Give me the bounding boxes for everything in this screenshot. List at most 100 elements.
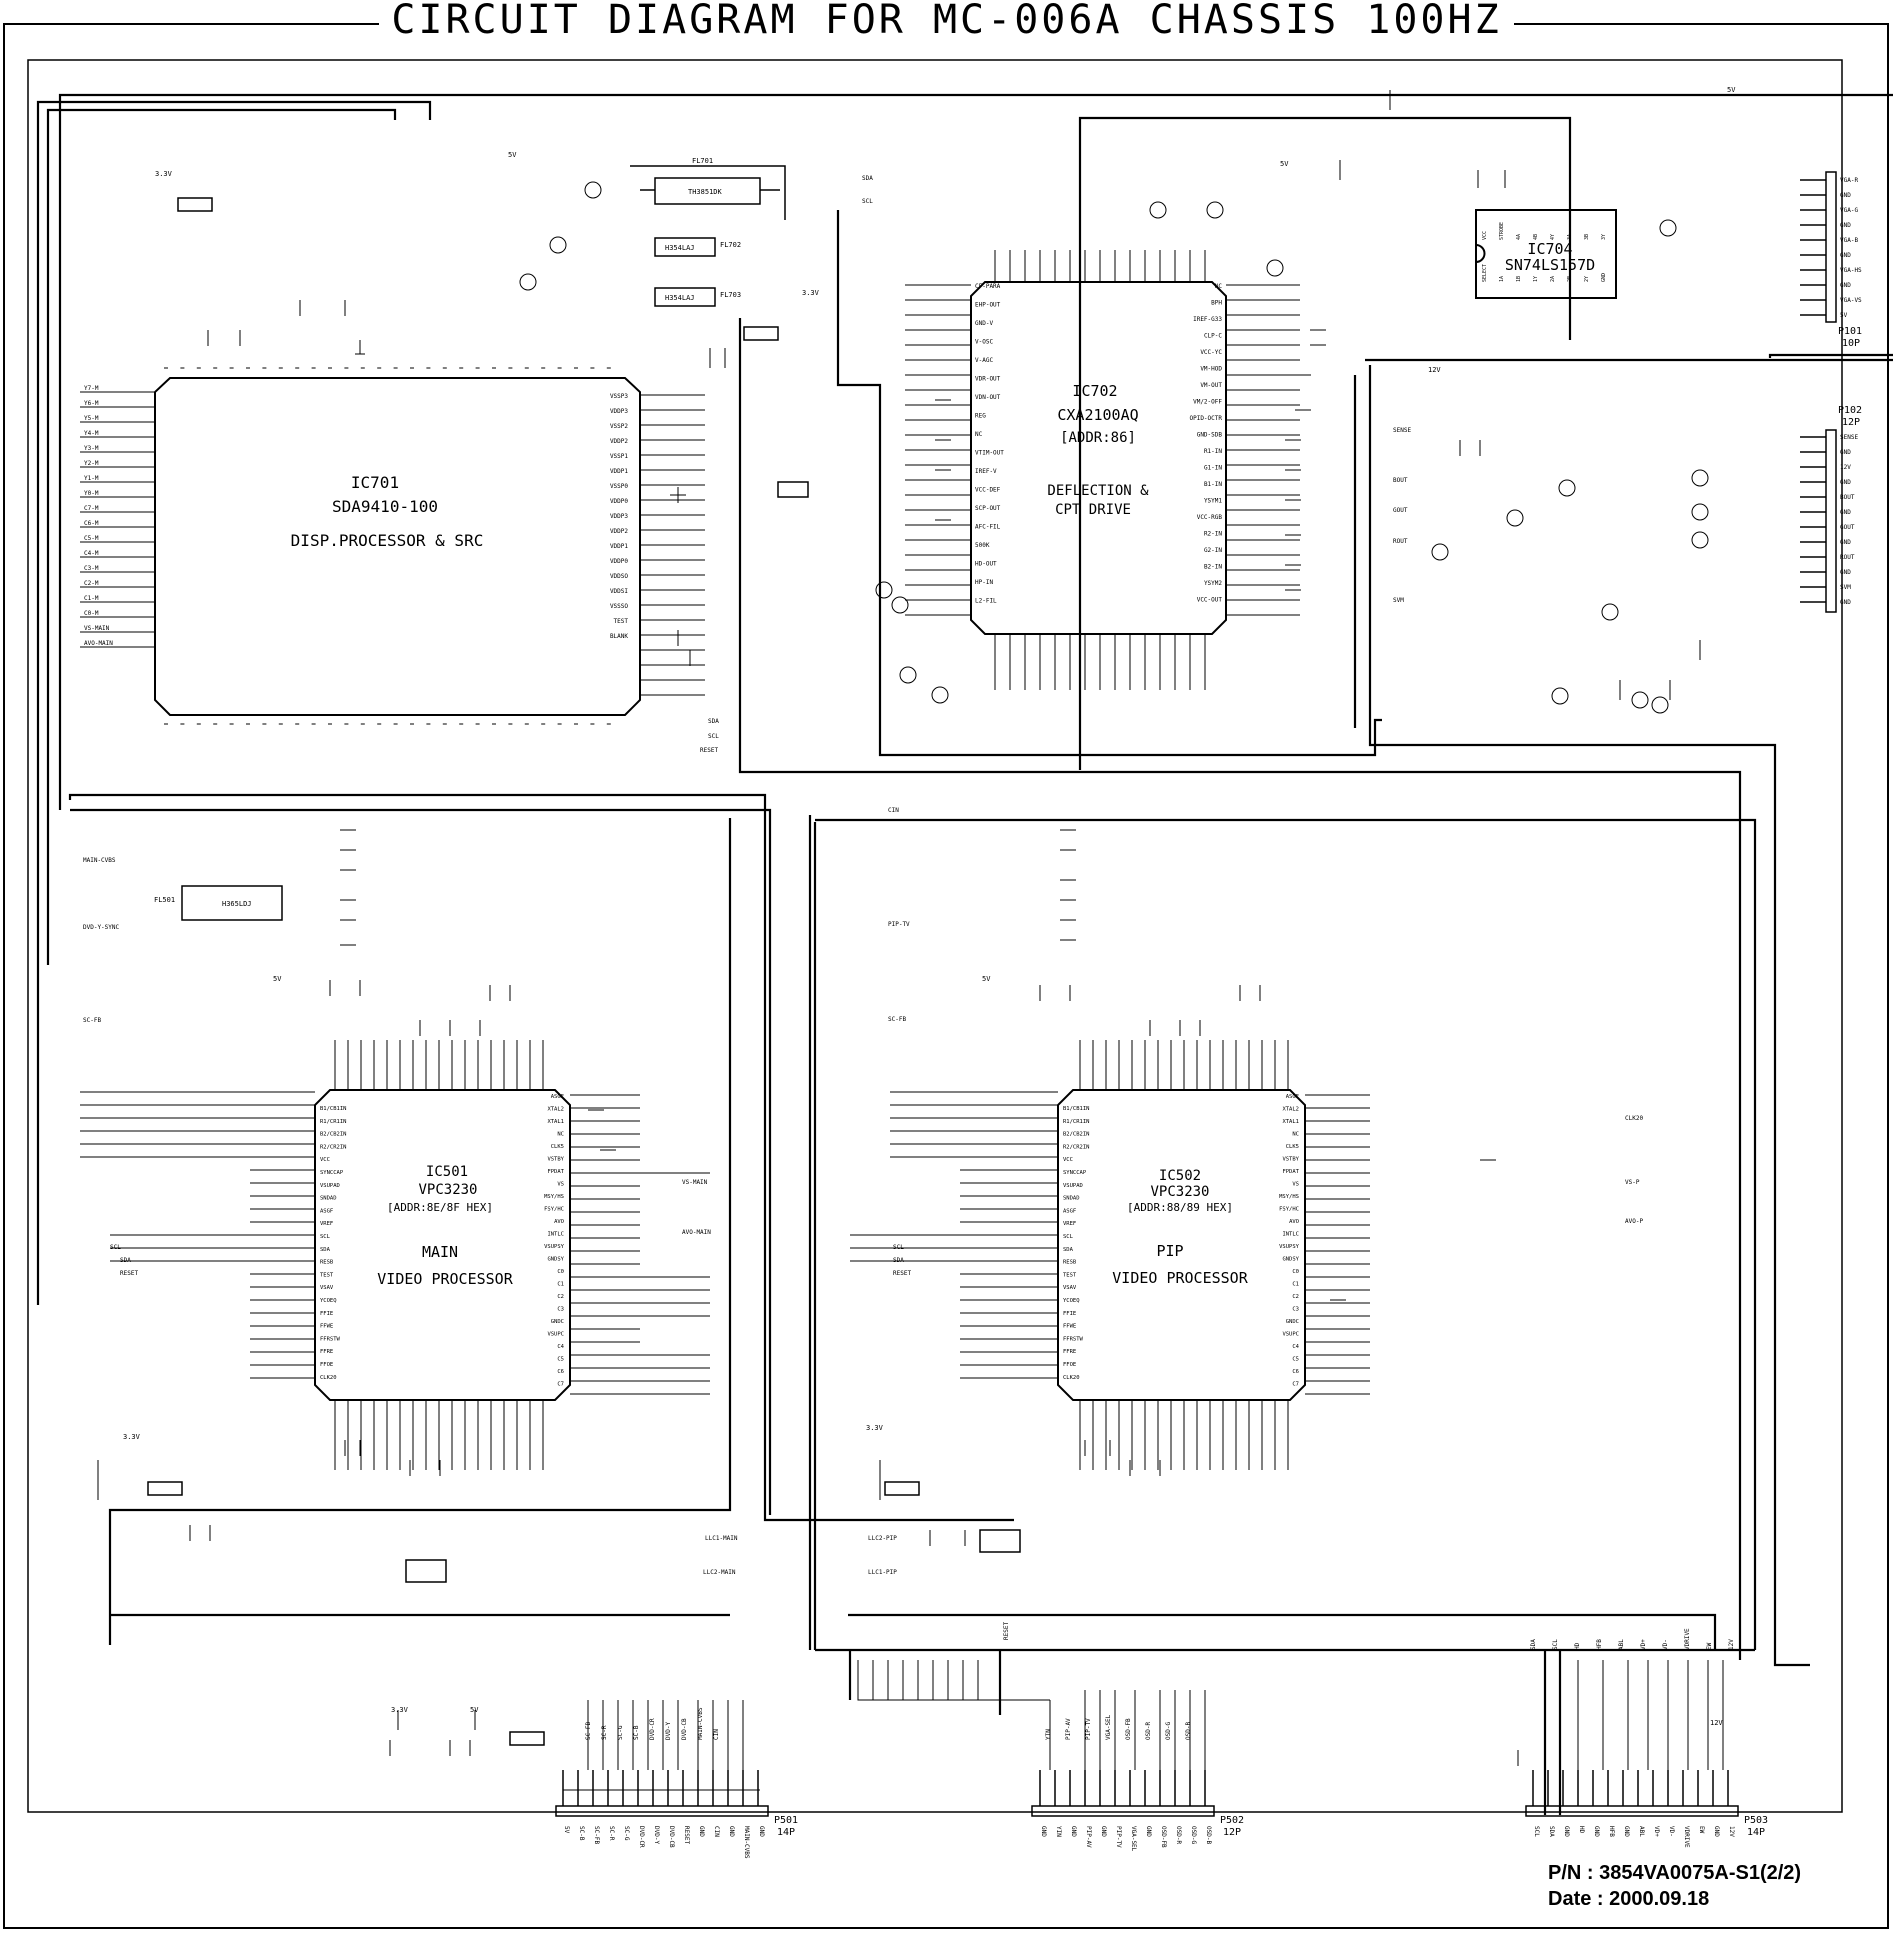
ic702-left-pins-label: REG <box>975 413 986 420</box>
p502-pins-label: OSD-G <box>1190 1826 1197 1844</box>
p502-pins-label: GND <box>1145 1826 1152 1837</box>
fl501-label: FL501 <box>154 896 175 904</box>
vpc-right-pins-label: C5 <box>557 1357 564 1363</box>
p102-pins-label: ROUT <box>1840 554 1855 561</box>
ic702-right-pins-label: CLP-C <box>1204 333 1222 340</box>
vpc-right-pins-label: XTAL1 <box>1282 1119 1299 1125</box>
vpc-right-pins-label: C7 <box>1292 1382 1299 1388</box>
date: Date : 2000.09.18 <box>1548 1888 1710 1910</box>
vpc-left-pins-label: SDA <box>320 1247 331 1253</box>
net-clk20: CLK20 <box>1625 1115 1643 1122</box>
fl703-part: H354LAJ <box>665 294 695 302</box>
rail-3v3-a: 3.3V <box>155 170 173 178</box>
ic701-right-pins-label: VSSP0 <box>610 483 628 490</box>
p102-pins-label: GND <box>1840 539 1851 546</box>
vpc-right-pins-label: FSY/HC <box>1279 1207 1299 1213</box>
fl701-label: FL701 <box>692 157 713 165</box>
p102-ref: P102 <box>1838 405 1862 416</box>
ic702-bottom-wires <box>994 634 1206 690</box>
vpc-left-pins-label: SCL <box>320 1234 331 1240</box>
p101-pin-labels: VGA-RGNDVGA-GGNDVGA-BGNDVGA-HSGNDVGA-VS5… <box>1840 177 1862 319</box>
ic501-left-pin-labels: B1/CB1INR1/CR1INB2/CB2INR2/CR2INVCCSYNCC… <box>320 1106 347 1381</box>
ic702-right-pins-label: YSYM2 <box>1204 580 1222 587</box>
p503-pins-label: GND <box>1593 1826 1600 1837</box>
vpc-right-pins-label: VS <box>557 1182 564 1188</box>
p102-pins-label: 12V <box>1840 464 1851 471</box>
p102-pins-label: GND <box>1840 449 1851 456</box>
vpc-left-pins-label: ASGF <box>320 1208 333 1214</box>
net-cin: CIN <box>888 807 899 814</box>
fl702-label: FL702 <box>720 241 741 249</box>
ic701-left-pins-label: AVO-MAIN <box>84 640 113 647</box>
bus-wiring <box>36 93 1893 1815</box>
p101-pins-label: VGA-B <box>1840 237 1858 244</box>
net-llc2-main: LLC2-MAIN <box>703 1569 736 1576</box>
ic502-top-wires <box>1079 1040 1289 1090</box>
ic704-pins-bottom-label: 1B <box>1516 276 1522 282</box>
ic502-right-wires <box>1305 1094 1370 1395</box>
vpc-right-pins-label: CLK5 <box>551 1144 564 1150</box>
ic701-right-pins-label: VDDP0 <box>610 498 628 505</box>
vpc-right-pins-label: GNDC <box>1286 1319 1299 1325</box>
net-rout: ROUT <box>1393 538 1408 545</box>
ic501-bottom-wires <box>334 1400 544 1470</box>
net-sense: SENSE <box>1393 427 1411 434</box>
net-reset-2: RESET <box>120 1270 138 1277</box>
ic701-body <box>154 377 641 716</box>
vpc-left-pins-label: VREF <box>1063 1221 1076 1227</box>
ic701-left-pins-label: Y3-M <box>84 445 99 452</box>
ic702-labels: IC702 CXA2100AQ [ADDR:86] DEFLECTION & C… <box>1047 382 1149 518</box>
p101-pins-label: GND <box>1840 192 1851 199</box>
ic701-left-pins-label: C1-M <box>84 595 99 602</box>
p501-top-labels-label: DVD-Y <box>665 1722 672 1740</box>
rail-3v3-b: 3.3V <box>802 289 820 297</box>
ic702-left-pins-label: IREF-V <box>975 468 997 475</box>
vpc-left-pins-label: FFWE <box>320 1324 333 1330</box>
vpc-right-pins-label: C4 <box>1292 1344 1299 1350</box>
net-reset-1: RESET <box>700 747 718 754</box>
ic701-right-pins-label: VSSP2 <box>610 423 628 430</box>
vpc-right-pins-label: FPDAT <box>1282 1169 1299 1175</box>
ic701-right-pins-label: BLANK <box>610 633 628 640</box>
ic501-right-wires <box>570 1094 710 1395</box>
vpc-right-pins-label: INTLC <box>1282 1232 1299 1238</box>
p501-top-labels-label: MAIN-CVBS <box>697 1707 704 1740</box>
p503-ref: P503 <box>1744 1815 1768 1826</box>
ic704-body <box>1475 209 1617 299</box>
vpc-right-pins-label: VSUPC <box>547 1332 564 1338</box>
vpc-left-pins-label: R1/CR1IN <box>320 1119 347 1125</box>
p503-top-labels-label: SDA <box>1530 1639 1537 1650</box>
vpc-right-pins-label: MSY/HS <box>544 1194 564 1200</box>
p101-ref: P101 <box>1838 326 1862 337</box>
vpc-left-pins-label: B1/CB1IN <box>320 1106 347 1112</box>
vpc-right-pins-label: C5 <box>1292 1357 1299 1363</box>
p501-top-labels-label: SC-G <box>617 1725 624 1740</box>
p503-top-labels-label: 12V <box>1728 1639 1735 1650</box>
p503-pins-label: VD- <box>1668 1826 1675 1837</box>
vpc-left-pins-label: FFOE <box>1063 1362 1076 1368</box>
ic702-left-pins-label: V-OSC <box>975 339 993 346</box>
net-sc-fb-1: SC-FB <box>83 1017 101 1024</box>
connector-p501 <box>555 1770 769 1817</box>
ic701-left-pins-label: C3-M <box>84 565 99 572</box>
ic701-left-pins-label: C2-M <box>84 580 99 587</box>
vpc-left-pins-label: B1/CB1IN <box>1063 1106 1090 1112</box>
ic702-right-pins-label: VCC-OUT <box>1197 597 1223 604</box>
p502-ref: P502 <box>1220 1815 1244 1826</box>
vpc-right-pins-label: NC <box>1292 1132 1299 1138</box>
p102-pins-label: SENSE <box>1840 434 1858 441</box>
p501-pins-label: RESET <box>683 1826 690 1844</box>
p102-pins-label: GND <box>1840 509 1851 516</box>
p502-pins-label: OSD-R <box>1175 1826 1182 1844</box>
p102-pins-label: GND <box>1840 599 1851 606</box>
ic701-desc: DISP.PROCESSOR & SRC <box>291 531 484 550</box>
vpc-right-pins-label: VSTBY <box>1282 1157 1299 1163</box>
ic701-right-pins-label: VSSP1 <box>610 453 628 460</box>
connector-p502 <box>1031 1770 1215 1817</box>
ic704-pins-bottom-label: 2Y <box>1584 276 1590 282</box>
connector-p102 <box>1800 429 1837 613</box>
p503-top-labels-label: HD <box>1574 1642 1581 1650</box>
